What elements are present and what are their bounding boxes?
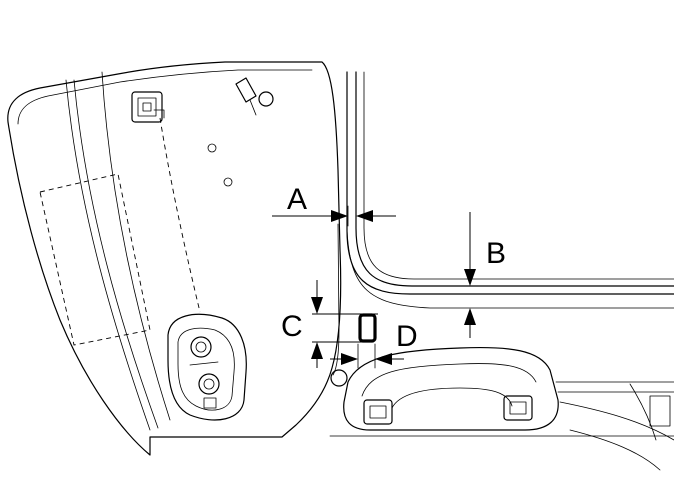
hidden-rectangle	[39, 173, 151, 346]
body-line-4	[569, 429, 661, 471]
clip-mark-2	[223, 177, 233, 187]
door-opening-outer	[346, 71, 674, 295]
dimension-b	[464, 212, 476, 338]
fastener-housing	[167, 313, 247, 421]
body-bracket	[649, 395, 671, 427]
dimension-a	[272, 205, 396, 227]
pillar-line-1	[65, 79, 151, 431]
label-b: B	[486, 237, 506, 270]
pillar-line-3	[101, 71, 171, 421]
connector-tab	[235, 77, 274, 116]
panel-inner-edge	[17, 69, 313, 125]
body-line-3	[559, 401, 674, 441]
reference-mark	[358, 313, 377, 343]
hidden-guide-line	[159, 117, 201, 313]
door-opening-edge	[363, 71, 674, 280]
label-d: D	[396, 320, 418, 353]
pillar-line-2	[73, 79, 159, 429]
pillar-hole	[330, 369, 348, 387]
assist-grip	[343, 346, 559, 431]
pillar-edge-2	[346, 229, 674, 309]
label-a: A	[287, 183, 307, 216]
dimension-d	[330, 343, 404, 369]
clip-mark-1	[207, 143, 217, 153]
body-line-5	[629, 383, 657, 441]
top-clip	[131, 91, 165, 123]
label-c: C	[281, 310, 303, 343]
door-opening-inner	[355, 71, 674, 287]
dimension-c	[311, 280, 378, 368]
trim-panel-outline	[7, 61, 342, 456]
